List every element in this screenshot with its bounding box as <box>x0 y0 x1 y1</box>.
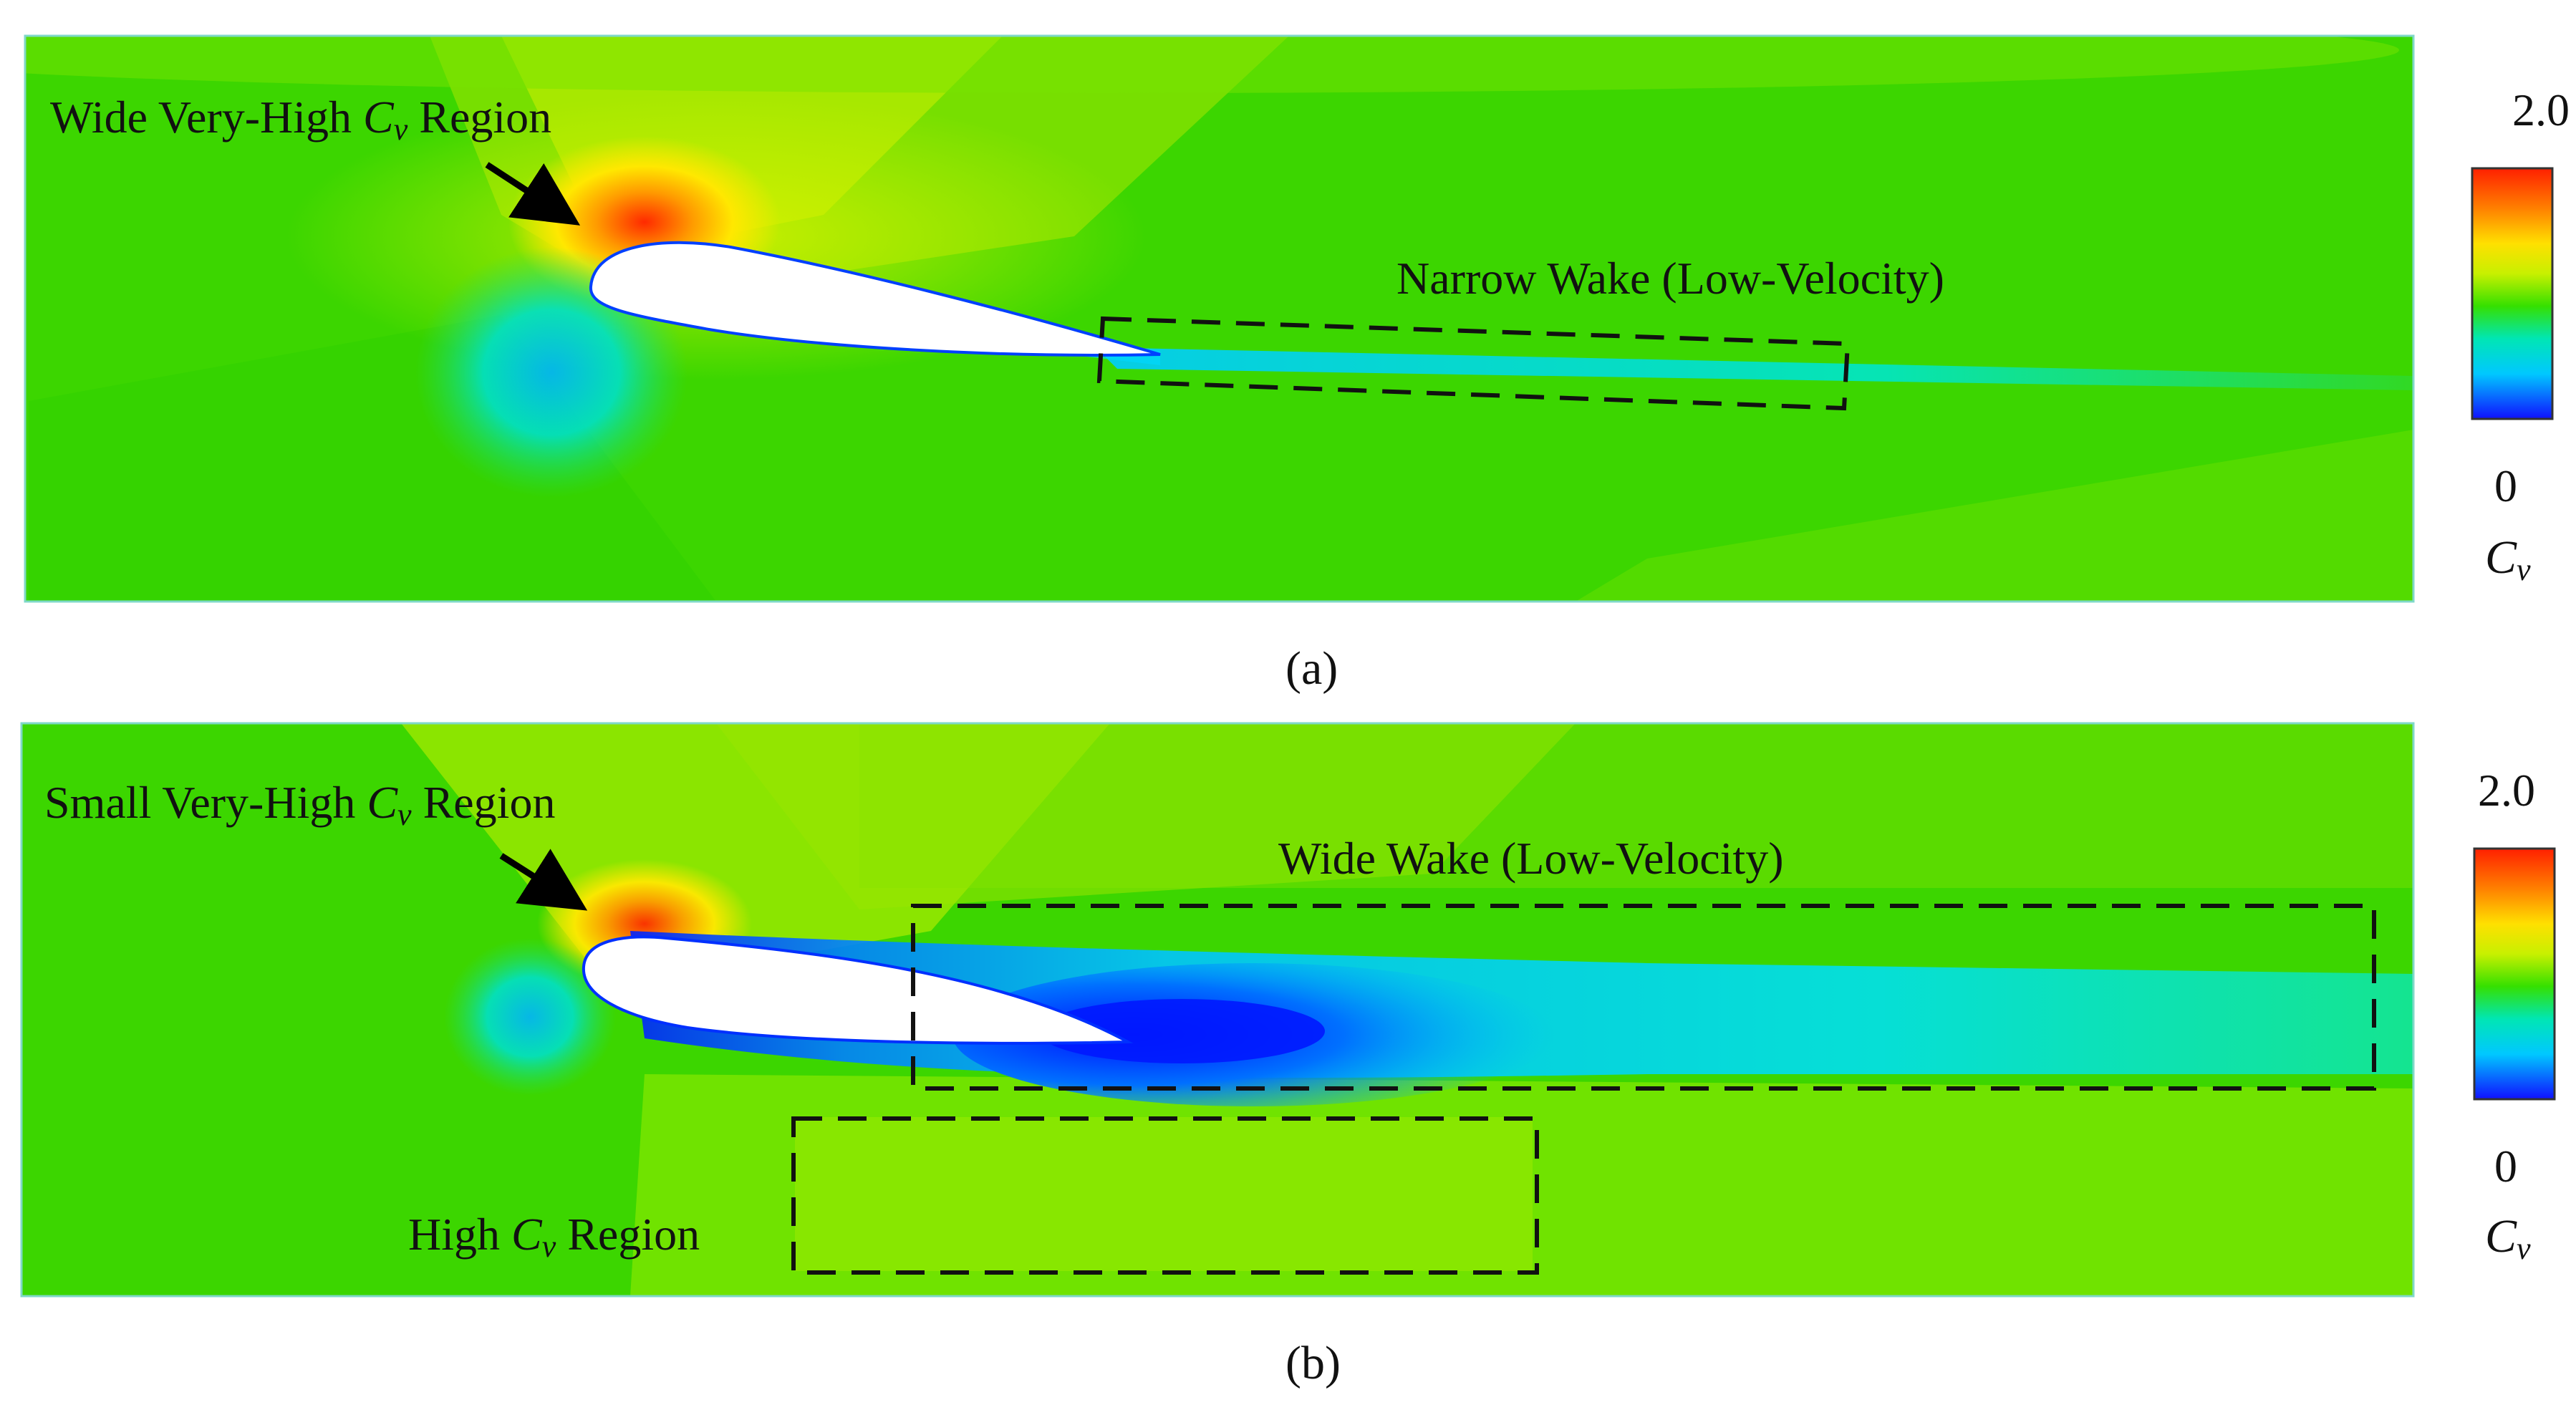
contour-field-b <box>21 723 2413 1296</box>
annotation-wake-b: Wide Wake (Low-Velocity) <box>1278 833 1784 884</box>
colorbar-min-label-b: 0 <box>2494 1141 2517 1192</box>
panel-a: Wide Very-High Cv Region Narrow Wake (Lo… <box>24 34 2570 695</box>
wake-box-b <box>911 904 2376 1091</box>
arrow-leading-region-a <box>485 162 581 226</box>
plot-border-a <box>24 34 2415 603</box>
colorbar-max-label-a: 2.0 <box>2512 84 2570 135</box>
caption-b: (b) <box>1285 1337 1341 1389</box>
annotation-wake-a: Narrow Wake (Low-Velocity) <box>1396 253 1944 304</box>
annotation-leading-region-a: Wide Very-High Cv Region <box>50 92 551 147</box>
colorbar-gradient-b <box>2473 847 2556 1101</box>
plot-border-b <box>20 722 2415 1298</box>
lower-region-box-b <box>791 1116 1539 1275</box>
caption-a: (a) <box>1285 642 1338 695</box>
annotation-lower-region-b: High Cv Region <box>408 1209 700 1264</box>
arrow-leading-region-b <box>499 849 588 911</box>
colorbar-b: 2.0 0 Cv <box>2473 765 2556 1266</box>
colorbar-symbol-a: Cv <box>2485 531 2531 587</box>
contour-field-a <box>25 36 2413 602</box>
colorbar-max-label-b: 2.0 <box>2478 765 2535 816</box>
wake-box-a <box>1096 316 1851 411</box>
panel-b: Small Very-High Cv Region Wide Wake (Low… <box>20 722 2556 1389</box>
annotation-leading-region-b: Small Very-High Cv Region <box>44 777 555 832</box>
colorbar-a: 2.0 0 Cv <box>2471 84 2570 587</box>
colorbar-gradient-a <box>2471 167 2554 420</box>
colorbar-min-label-a: 0 <box>2494 460 2517 511</box>
colorbar-symbol-b: Cv <box>2485 1210 2531 1266</box>
